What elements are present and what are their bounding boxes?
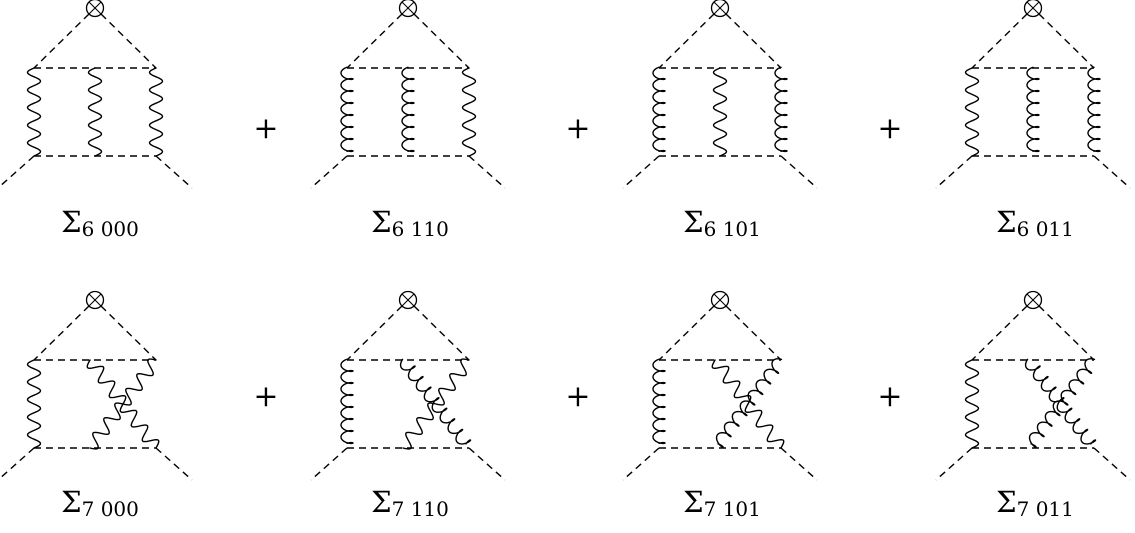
cross-mark xyxy=(713,293,727,307)
label-subscript: 7 110 xyxy=(391,497,449,521)
sigma-symbol: Σ xyxy=(996,485,1017,519)
external-scalar-line xyxy=(310,155,348,189)
right-rung xyxy=(1087,66,1101,153)
crossed-rung xyxy=(89,358,157,450)
right-rung xyxy=(148,67,164,157)
plus-sign: + xyxy=(877,111,903,146)
scalar-line xyxy=(1038,13,1095,69)
scalar-line xyxy=(33,305,90,361)
crossed-rung xyxy=(402,358,470,450)
label-subscript: 7 011 xyxy=(1016,497,1074,521)
external-scalar-line xyxy=(622,447,660,481)
scalar-line xyxy=(658,305,715,361)
sigma-symbol: Σ xyxy=(683,205,704,239)
left-rung xyxy=(340,358,354,445)
crossed-rung xyxy=(399,358,472,445)
crossed-rung xyxy=(711,359,785,449)
label-sigma-6000: Σ6 000 xyxy=(0,205,200,240)
label-sigma-7011: Σ7 011 xyxy=(935,485,1135,520)
plus-sign: + xyxy=(253,379,279,414)
scalar-line xyxy=(658,13,715,69)
label-subscript: 7 000 xyxy=(81,497,139,521)
right-rung xyxy=(774,66,788,153)
cross-mark xyxy=(401,293,415,307)
sigma-symbol: Σ xyxy=(996,205,1017,239)
left-rung xyxy=(340,66,354,153)
scalar-line xyxy=(100,13,157,69)
label-subscript: 7 101 xyxy=(703,497,761,521)
middle-rung xyxy=(401,66,415,153)
sigma-symbol: Σ xyxy=(683,485,704,519)
label-sigma-7110: Σ7 110 xyxy=(310,485,510,520)
left-rung xyxy=(652,66,666,153)
external-scalar-line xyxy=(468,155,506,189)
scalar-line xyxy=(1038,305,1095,361)
label-subscript: 6 110 xyxy=(391,217,449,241)
plus-sign: + xyxy=(877,379,903,414)
label-subscript: 6 011 xyxy=(1016,217,1074,241)
external-scalar-line xyxy=(1093,155,1131,189)
scalar-line xyxy=(33,13,90,69)
cross-mark xyxy=(1026,1,1040,15)
sigma-symbol: Σ xyxy=(371,205,392,239)
external-scalar-line xyxy=(0,155,35,188)
left-rung xyxy=(652,358,666,445)
scalar-line xyxy=(413,305,470,361)
external-scalar-line xyxy=(1093,447,1131,481)
external-scalar-line xyxy=(622,155,660,189)
sigma-symbol: Σ xyxy=(371,485,392,519)
label-sigma-7000: Σ7 000 xyxy=(0,485,200,520)
left-rung xyxy=(26,67,42,157)
label-sigma-6110: Σ6 110 xyxy=(310,205,510,240)
middle-rung xyxy=(712,67,728,157)
middle-rung xyxy=(1026,66,1040,153)
scalar-line xyxy=(346,13,403,69)
external-scalar-line xyxy=(0,447,35,480)
label-sigma-7101: Σ7 101 xyxy=(622,485,822,520)
scalar-line xyxy=(971,305,1028,361)
scalar-line xyxy=(413,13,470,69)
external-scalar-line xyxy=(310,447,348,481)
crossed-rung xyxy=(1028,358,1096,448)
sigma-symbol: Σ xyxy=(61,205,82,239)
scalar-line xyxy=(725,305,782,361)
label-subscript: 6 000 xyxy=(81,217,139,241)
scalar-line xyxy=(971,13,1028,69)
external-scalar-line xyxy=(780,447,818,481)
crossed-rung xyxy=(715,358,783,448)
left-rung xyxy=(964,359,980,449)
external-scalar-line xyxy=(780,155,818,189)
plus-sign: + xyxy=(253,111,279,146)
external-scalar-line xyxy=(155,155,193,189)
scalar-line xyxy=(725,13,782,69)
plus-sign: + xyxy=(565,379,591,414)
external-scalar-line xyxy=(935,447,973,481)
left-rung xyxy=(26,359,42,449)
left-rung xyxy=(964,67,980,157)
external-scalar-line xyxy=(468,447,506,481)
sigma-symbol: Σ xyxy=(61,485,82,519)
external-scalar-line xyxy=(935,155,973,189)
cross-mark xyxy=(401,1,415,15)
label-sigma-6011: Σ6 011 xyxy=(935,205,1135,240)
cross-mark xyxy=(88,1,102,15)
scalar-line xyxy=(346,305,403,361)
plus-sign: + xyxy=(565,111,591,146)
scalar-line xyxy=(100,305,157,361)
cross-mark xyxy=(88,293,102,307)
right-rung xyxy=(461,67,477,157)
label-sigma-6101: Σ6 101 xyxy=(622,205,822,240)
external-scalar-line xyxy=(155,447,193,481)
label-subscript: 6 101 xyxy=(703,217,761,241)
cross-mark xyxy=(1026,293,1040,307)
cross-mark xyxy=(713,1,727,15)
middle-rung xyxy=(87,67,103,157)
